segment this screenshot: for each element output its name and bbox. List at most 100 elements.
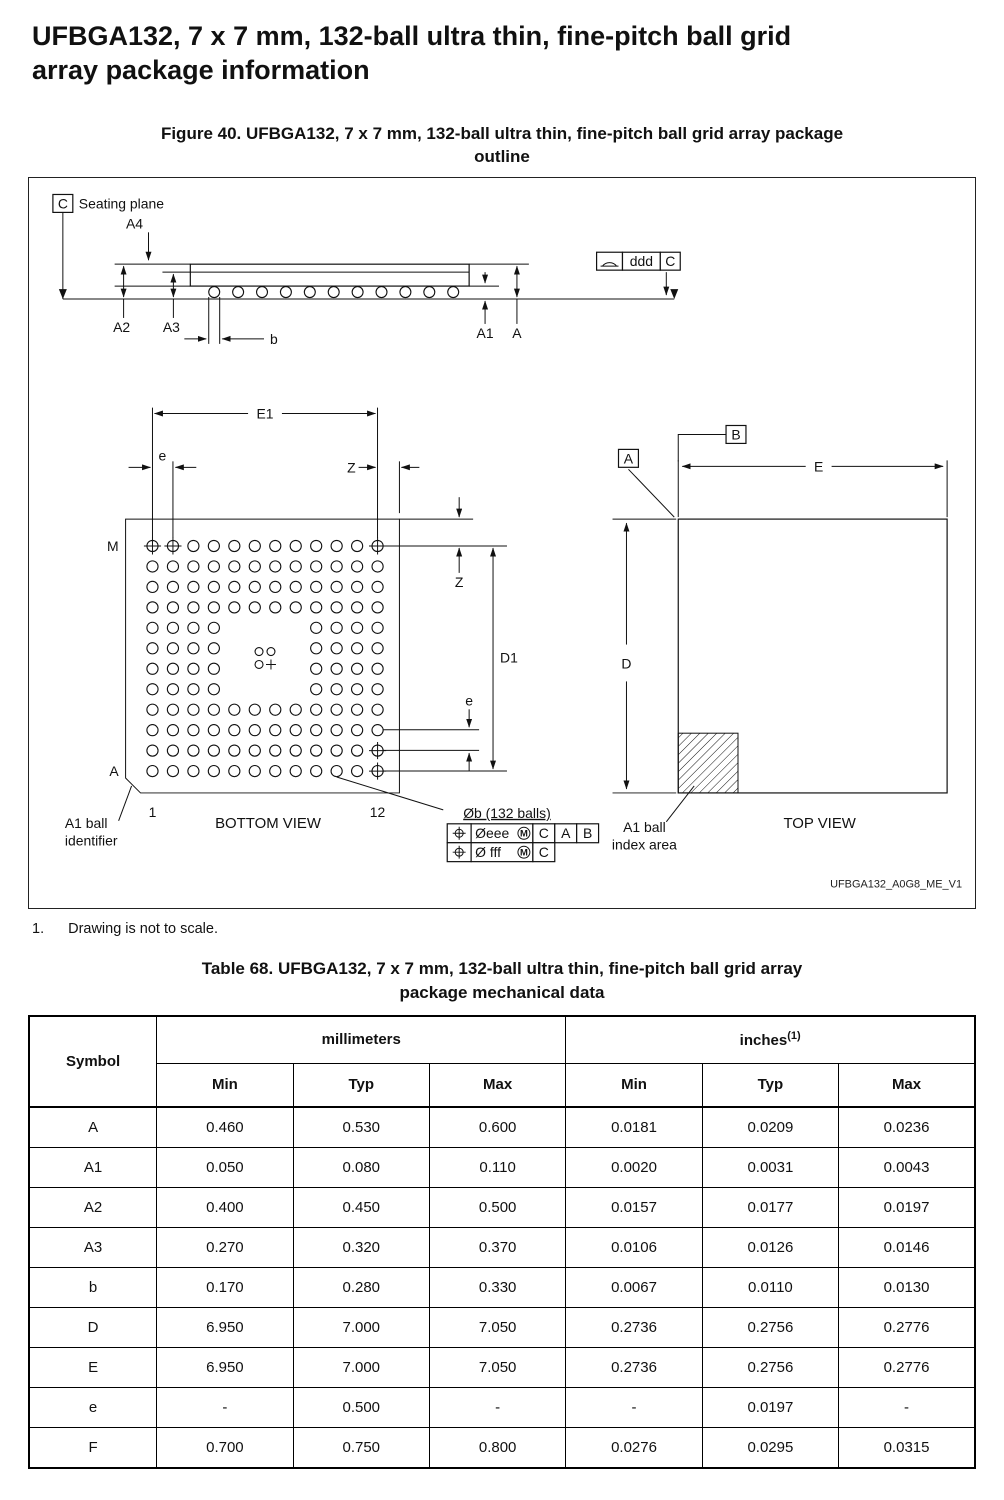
- ball: [228, 724, 241, 737]
- ball: [310, 683, 323, 696]
- ball: [350, 744, 364, 757]
- subheader-row: Min Typ Max Min Typ Max: [29, 1062, 976, 1108]
- ball: [350, 539, 364, 553]
- table-row: E 6.950 7.000 7.050 0.2736 0.2756 0.2776: [28, 1346, 976, 1388]
- ball: [207, 703, 220, 716]
- ball: [248, 765, 261, 778]
- ball: [232, 286, 245, 299]
- ball: [166, 703, 180, 716]
- ball: [330, 601, 343, 614]
- mm-max-cell: 0.330: [428, 1266, 567, 1308]
- ball: [187, 724, 200, 737]
- in-min-cell: 0.0276: [565, 1426, 703, 1469]
- ball: [228, 539, 241, 553]
- mm-min-cell: 0.270: [156, 1226, 294, 1268]
- table-row: A2 0.400 0.450 0.500 0.0157 0.0177 0.019…: [28, 1186, 976, 1228]
- ball: [187, 621, 200, 635]
- mm-max-cell: 7.050: [428, 1306, 567, 1348]
- dim-a3-label: A3: [163, 319, 180, 335]
- mm-min-cell: 6.950: [156, 1346, 294, 1388]
- center-cross-icon: [265, 659, 276, 670]
- ball: [146, 642, 159, 655]
- ball: [330, 662, 343, 675]
- ball: [248, 539, 261, 553]
- mm-max-cell: 0.370: [428, 1226, 567, 1268]
- ball: [207, 724, 220, 737]
- ball: [371, 662, 384, 675]
- ball: [146, 621, 159, 635]
- bottom-view: M A 1 12 E1 e Z Z: [65, 406, 600, 863]
- in-min-cell: 0.0181: [565, 1106, 703, 1148]
- ball: [187, 539, 200, 553]
- ball: [146, 724, 159, 737]
- page-title: UFBGA132, 7 x 7 mm, 132-ball ultra thin,…: [32, 20, 976, 88]
- ball: [228, 744, 241, 757]
- ball: [187, 560, 200, 573]
- mm-typ-cell: 7.000: [292, 1306, 430, 1348]
- ball: [207, 662, 220, 675]
- seating-plane-label: Seating plane: [79, 196, 164, 212]
- in-min-header: Min: [565, 1062, 703, 1108]
- ball: [350, 560, 364, 573]
- ball: [289, 703, 302, 716]
- table-caption-line1: Table 68. UFBGA132, 7 x 7 mm, 132-ball u…: [201, 959, 803, 979]
- ball: [269, 703, 282, 716]
- a1-index-area-line1: A1 ball: [623, 819, 666, 835]
- ball: [146, 744, 159, 757]
- ball: [228, 560, 241, 573]
- ball: [207, 765, 220, 778]
- fcf2-tolerance-label: Ø fff: [475, 844, 501, 860]
- figure-footnote: 1. Drawing is not to scale.: [32, 921, 976, 937]
- ball: [228, 580, 241, 594]
- datum-a-box: [617, 448, 640, 469]
- ball: [248, 601, 261, 614]
- dim-a4-label: A4: [126, 215, 143, 231]
- symbol-cell: A1: [28, 1146, 158, 1188]
- coplanarity-symbol-cell: [595, 251, 624, 271]
- fcf1-datum2-label: A: [561, 825, 571, 841]
- mm-min-cell: 0.460: [156, 1106, 294, 1148]
- ball: [146, 662, 159, 675]
- table-caption: Table 68. UFBGA132, 7 x 7 mm, 132-ball u…: [28, 957, 976, 1005]
- mm-min-cell: -: [156, 1386, 294, 1428]
- in-min-cell: -: [565, 1386, 703, 1428]
- in-max-cell: 0.0043: [838, 1146, 976, 1188]
- ball: [310, 765, 323, 778]
- bottom-view-outline: [125, 518, 400, 794]
- ball: [371, 560, 384, 573]
- table-row: b 0.170 0.280 0.330 0.0067 0.0110 0.0130: [28, 1266, 976, 1308]
- ball: [166, 642, 180, 655]
- dim-e-top-label: e: [159, 447, 167, 463]
- in-typ-cell: 0.0209: [701, 1106, 840, 1148]
- ball: [207, 621, 220, 635]
- ball: [166, 724, 180, 737]
- datum-b-label: B: [731, 427, 740, 443]
- ball: [310, 621, 323, 635]
- ball: [327, 286, 340, 299]
- ball: [248, 580, 261, 594]
- ball-diameter-callout: Øb (132 balls): [463, 805, 551, 821]
- ball: [187, 683, 200, 696]
- table-row: e - 0.500 - - 0.0197 -: [28, 1386, 976, 1428]
- datum-a-label: A: [624, 450, 634, 466]
- ball: [310, 724, 323, 737]
- fcf1-datum1-label: C: [539, 825, 549, 841]
- ball: [269, 765, 282, 778]
- ball: [187, 580, 200, 594]
- in-min-cell: 0.0020: [565, 1146, 703, 1188]
- ball: [269, 580, 282, 594]
- ball: [228, 765, 241, 778]
- in-max-cell: 0.2776: [838, 1346, 976, 1388]
- mm-typ-cell: 0.280: [292, 1266, 430, 1308]
- position-tolerance-icon: [452, 845, 466, 859]
- ball: [166, 580, 180, 594]
- mm-min-cell: 0.170: [156, 1266, 294, 1308]
- ball: [330, 744, 343, 757]
- svg-text:M: M: [520, 848, 528, 859]
- symbol-cell: e: [28, 1386, 158, 1428]
- side-view-balls: [208, 286, 460, 299]
- inches-footnote-ref: (1): [787, 1030, 801, 1043]
- ddd-label: ddd: [630, 253, 653, 269]
- dim-a2-label: A2: [113, 319, 130, 335]
